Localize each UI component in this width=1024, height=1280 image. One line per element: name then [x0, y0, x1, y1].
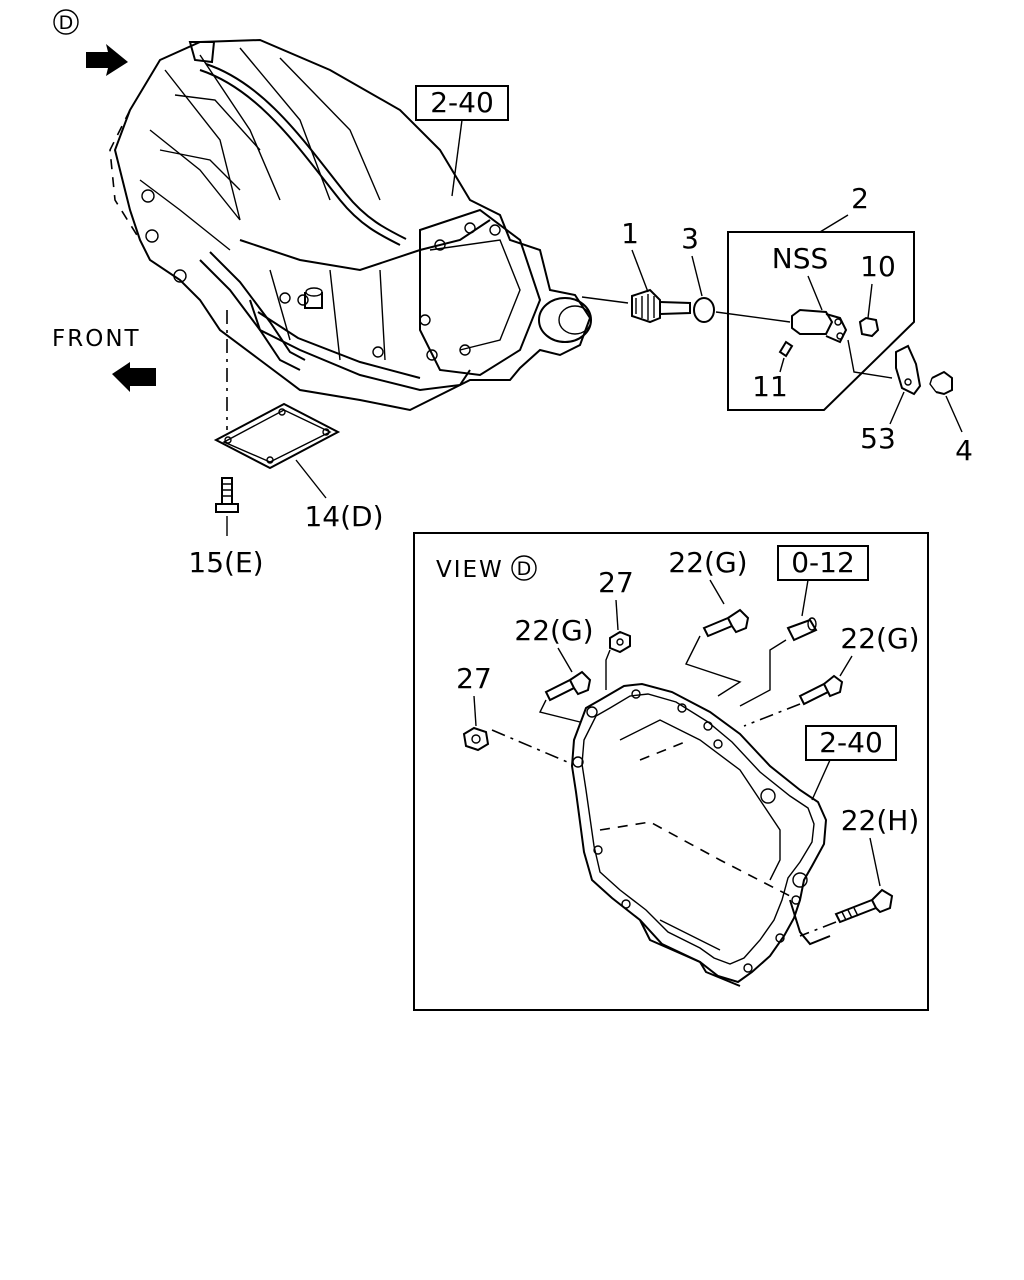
callout-10: 10 [860, 250, 896, 283]
nss-label: NSS [772, 242, 829, 275]
callout-53: 53 [860, 422, 896, 455]
callout-15: 15(E) [188, 546, 263, 579]
front-label: FRONT [52, 326, 141, 352]
ref-2-40-top-label: 2-40 [430, 86, 494, 119]
adapter-plate [570, 682, 831, 987]
view-marker-letter: D [517, 558, 532, 580]
ref-box-0-12 [777, 545, 869, 581]
plug-part-11 [778, 340, 794, 358]
callout-22g-right: 22(G) [840, 622, 919, 655]
corner-marker-letter: D [59, 12, 74, 34]
view-label: VIEW [436, 557, 504, 583]
cover-plate-part-14 [213, 402, 341, 470]
bolt-part-4 [929, 370, 953, 396]
bolt-22g-top [702, 608, 750, 638]
dowel-pin-part [786, 617, 818, 642]
bolt-part-15 [215, 477, 239, 513]
bracket-part-53 [895, 344, 922, 396]
callout-2: 2 [851, 182, 869, 215]
callout-1: 1 [621, 217, 639, 250]
leader-2-40-top [451, 119, 463, 197]
view-d-panel [413, 532, 929, 1011]
transmission-assembly [109, 38, 592, 412]
bolt-22h [834, 888, 894, 924]
view-direction-arrow [86, 44, 128, 76]
callout-11: 11 [752, 370, 788, 403]
o-ring-part [693, 297, 715, 323]
callout-14: 14(D) [304, 500, 383, 533]
view-d-marker-top: D [53, 9, 79, 35]
callout-4: 4 [955, 434, 973, 467]
neutral-safety-switch-part [791, 308, 848, 344]
callout-27-top: 27 [598, 566, 634, 599]
nut-27-top [609, 630, 631, 654]
drive-gear-part [631, 288, 691, 324]
ref-0-12-label: 0-12 [791, 546, 855, 579]
front-arrow-icon [112, 362, 156, 392]
nut-part-10 [858, 316, 880, 338]
ref-2-40-view-label: 2-40 [819, 726, 883, 759]
view-marker-circle [511, 555, 537, 581]
ref-box-2-40-view [805, 725, 897, 761]
callout-3: 3 [681, 222, 699, 255]
nss-group-box [727, 231, 915, 411]
callout-22h: 22(H) [841, 804, 920, 837]
callout-22g-left: 22(G) [514, 614, 593, 647]
bolt-22g-right [798, 674, 844, 706]
bolt-22g-left [544, 670, 592, 702]
callout-27-left: 27 [456, 662, 492, 695]
callout-22g-top: 22(G) [668, 546, 747, 579]
nut-27-left [462, 726, 490, 752]
